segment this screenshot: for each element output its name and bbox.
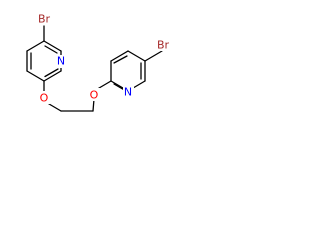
atom-br-left-label: Br <box>38 13 51 26</box>
atom-br-left: Br <box>35 12 53 26</box>
atom-o-left: O <box>38 91 50 105</box>
bond-right-c4-c5-inner <box>113 55 128 64</box>
bond-right-c3-c4 <box>127 50 146 62</box>
atom-n-right-label: N <box>124 86 132 99</box>
bond-left-n-c1-inner <box>44 45 58 54</box>
bond-left-c3-c4 <box>26 70 45 82</box>
bond-right-c4-c5 <box>110 50 129 62</box>
atom-o-left-label: O <box>40 92 49 105</box>
atom-o-right-label: O <box>90 89 99 102</box>
bond-right-c3-br <box>144 50 163 62</box>
atom-n-right: N <box>123 86 134 99</box>
atom-br-right: Br <box>154 38 172 52</box>
atom-n-left-label: N <box>57 55 65 68</box>
atom-n-left: N <box>56 55 67 68</box>
atom-br-right-label: Br <box>157 39 170 52</box>
molecule-structure: Br N O O N Br <box>26 12 172 112</box>
bond-left-c4-c5 <box>43 70 62 82</box>
bond-left-c1-c2 <box>26 40 45 52</box>
bond-left-n-c1 <box>43 40 62 52</box>
atom-label-layer: Br N O O N Br <box>35 12 172 105</box>
bond-left-c4-c5-inner <box>44 68 59 78</box>
atom-o-right: O <box>88 88 100 102</box>
